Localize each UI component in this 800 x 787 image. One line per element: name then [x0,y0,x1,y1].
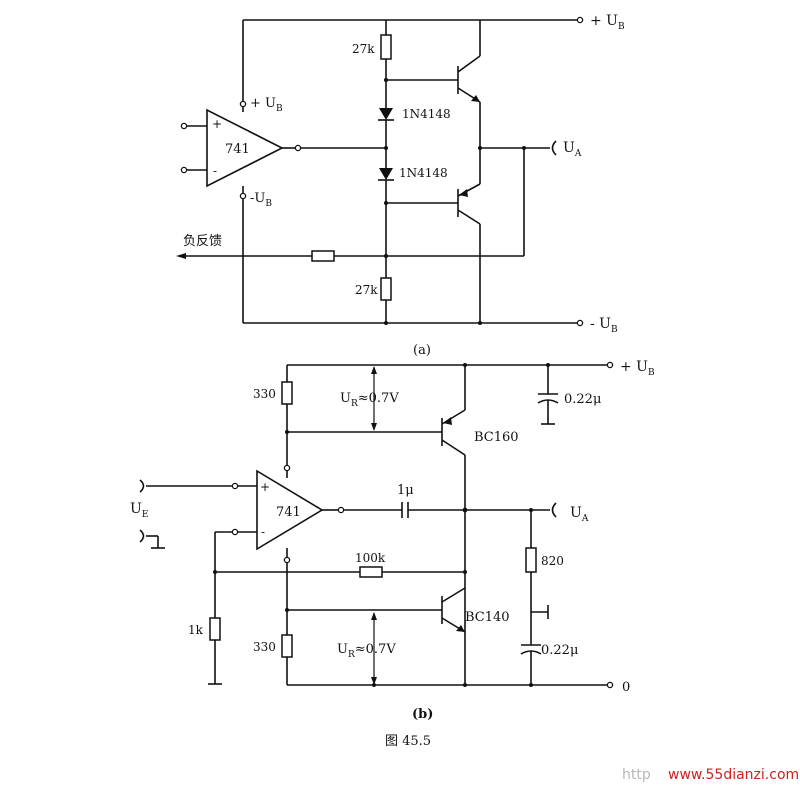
svg-text:-: - [213,164,217,178]
r-output-label: 820 [541,554,564,568]
feedback-label: 负反馈 [183,234,222,249]
caption-a: (a) [413,343,431,358]
opamp-741-b [256,469,324,551]
diode-top-label: 1N4148 [402,107,451,121]
resistor-330-top-b [281,381,293,405]
input-minus-terminal-a [180,166,188,174]
output-label-a: UA [563,140,582,159]
figure-caption: 图 45.5 [385,734,431,749]
cap-coupling-label: 1μ [397,483,414,498]
watermark-prefix: http [622,767,651,783]
resistor-27k-top-a [380,34,392,60]
output-terminal-b [551,502,557,518]
ground-terminal-b [606,681,614,689]
resistor-feedback-a [311,250,335,262]
opamp-label-b: 741 [276,505,301,520]
circuit-b: + UB 330 UR≈0.7V BC160 0.22μ [130,359,655,722]
ur-top-label: UR≈0.7V [340,391,399,409]
input-plus-terminal-a [180,122,188,130]
resistor-820 [525,547,537,573]
cap-bottom-label: 0.22μ [541,643,578,658]
resistor-27k-top-label: 27k [352,42,375,56]
supply-pos-terminal-a [576,16,584,24]
supply-pos-label-a: + UB [590,13,625,32]
output-label-b: UA [570,505,589,524]
diode-1n4148-top [379,108,393,120]
transistor-bottom-label: BC140 [465,610,510,625]
svg-text:+: + [212,117,222,131]
opamp-vneg-label-a: -UB [250,191,272,209]
ur-bottom-label: UR≈0.7V [337,642,396,660]
opamp-vpos-label-a: + UB [250,96,283,114]
caption-b: (b) [412,707,433,722]
resistor-27k-bottom-a [380,277,392,301]
output-terminal-a [551,140,557,156]
resistor-100k [359,566,383,578]
circuit-a: + UB + UB -UB 741 + - 27k 1N4148 [176,13,625,358]
opamp-label-a: 741 [225,142,250,157]
diode-1n4148-bottom [379,168,393,180]
svg-text:+: + [260,480,270,494]
resistor-330-bottom-b [281,634,293,658]
ground-label-b: 0 [622,680,630,695]
r-bottom-left-label: 330 [253,640,276,654]
diode-bottom-label: 1N4148 [399,166,448,180]
r-feedback-label: 100k [355,551,386,565]
input-label-b: UE [130,501,148,520]
supply-pos-label-b: + UB [620,359,655,378]
opamp-741-a [206,108,284,188]
r-ground-label: 1k [188,623,204,637]
svg-text:-: - [261,525,265,539]
transistor-top-label: BC160 [474,430,519,445]
watermark-site: www.55dianzi.com [668,767,799,783]
cap-top-label: 0.22μ [564,392,601,407]
resistor-27k-bottom-label: 27k [355,283,378,297]
supply-neg-terminal-a [576,319,584,327]
resistor-1k [209,617,221,641]
supply-pos-terminal-b [606,361,614,369]
r-top-left-label: 330 [253,387,276,401]
supply-neg-label-a: - UB [590,316,618,335]
